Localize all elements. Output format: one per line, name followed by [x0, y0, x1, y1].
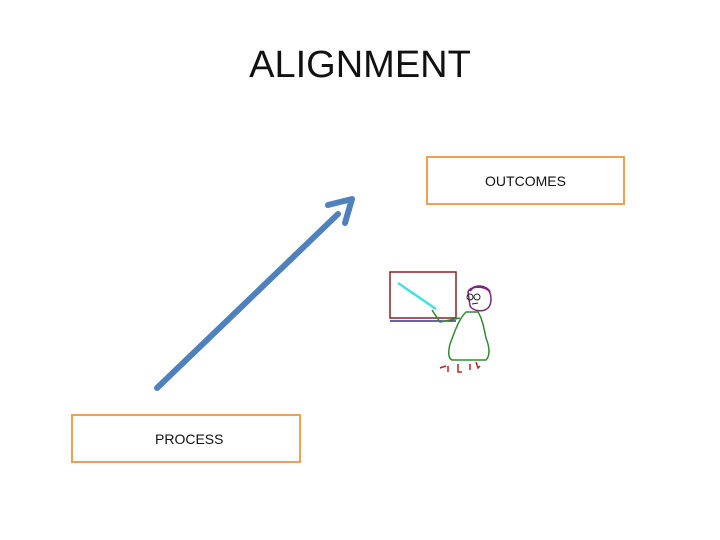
teacher-clipart — [389, 271, 492, 373]
whiteboard — [389, 271, 457, 319]
outcomes-label: OUTCOMES — [485, 173, 566, 189]
teacher-feet — [439, 361, 481, 373]
alignment-arrow — [154, 196, 355, 391]
process-box: PROCESS — [71, 414, 301, 463]
outcomes-box: OUTCOMES — [426, 156, 625, 205]
process-label: PROCESS — [155, 431, 224, 447]
diagram-title: ALIGNMENT — [249, 44, 471, 86]
pointer-stick — [397, 281, 437, 311]
teacher-body — [447, 311, 490, 361]
